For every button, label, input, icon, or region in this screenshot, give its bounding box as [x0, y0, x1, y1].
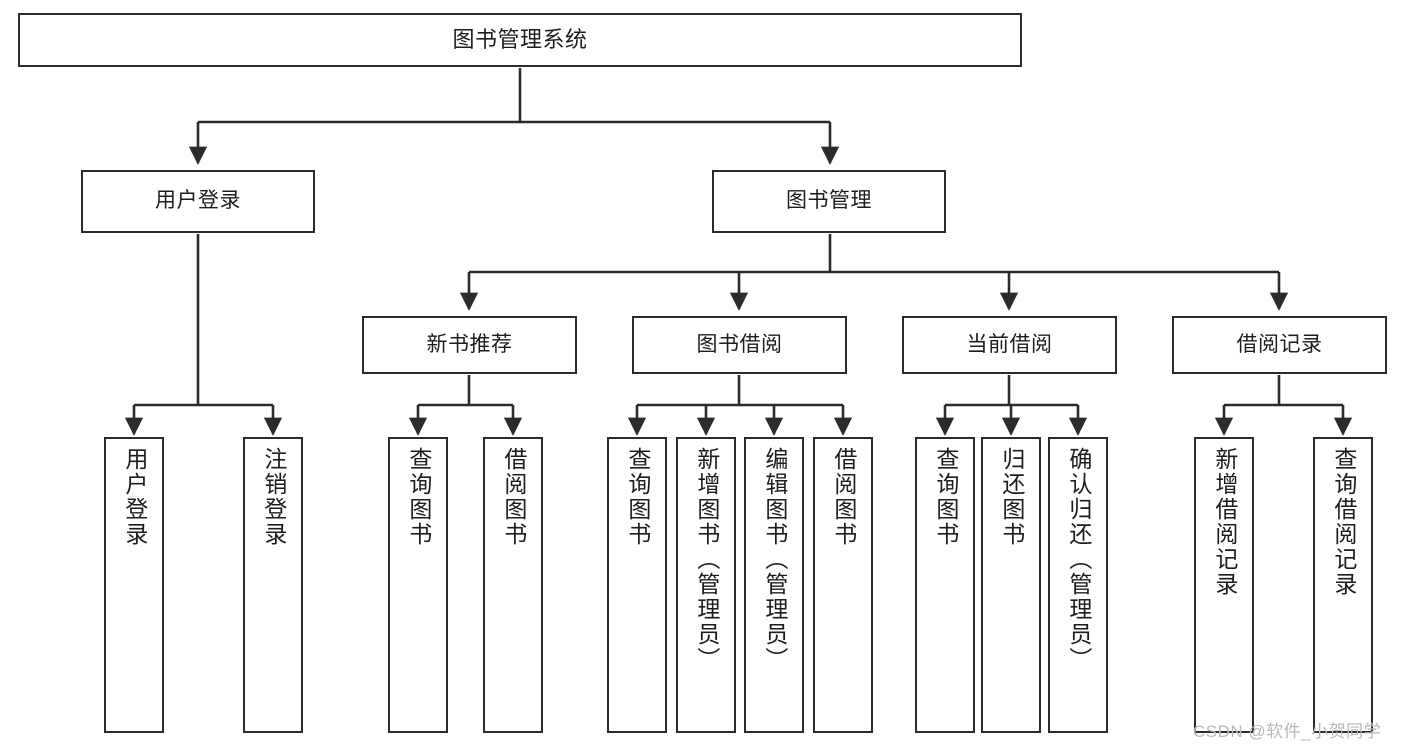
node-new-book-recommend[interactable]: 新书推荐	[362, 316, 577, 374]
node-label: 新书推荐	[426, 332, 513, 356]
node-leaf-user-login[interactable]: 用户登录	[104, 437, 164, 733]
node-book-management[interactable]: 图书管理	[712, 170, 946, 233]
node-leaf-borrow-book-2[interactable]: 借阅图书	[813, 437, 873, 733]
node-label: 借阅记录	[1236, 332, 1323, 356]
node-label: 用户登录	[121, 447, 148, 547]
node-book-borrow[interactable]: 图书借阅	[632, 316, 847, 374]
node-leaf-return-book[interactable]: 归还图书	[981, 437, 1041, 733]
node-current-borrow[interactable]: 当前借阅	[902, 316, 1117, 374]
node-leaf-add-book[interactable]: 新增图书（管理员）	[676, 437, 736, 733]
node-label: 新增借阅记录	[1211, 447, 1238, 597]
node-leaf-query-book-2[interactable]: 查询图书	[607, 437, 667, 733]
node-label: 查询图书	[405, 447, 432, 547]
node-label: 查询图书	[932, 447, 959, 547]
node-label: 编辑图书（管理员）	[761, 447, 788, 672]
node-label: 注销登录	[260, 447, 287, 547]
node-user-login[interactable]: 用户登录	[81, 170, 315, 233]
node-leaf-query-record[interactable]: 查询借阅记录	[1313, 437, 1373, 733]
node-label: 图书借阅	[696, 332, 783, 356]
node-root-system[interactable]: 图书管理系统	[18, 13, 1022, 67]
node-leaf-edit-book[interactable]: 编辑图书（管理员）	[744, 437, 804, 733]
node-borrow-record[interactable]: 借阅记录	[1172, 316, 1387, 374]
node-leaf-query-book-3[interactable]: 查询图书	[915, 437, 975, 733]
node-label: 图书管理	[786, 189, 872, 213]
node-leaf-confirm-return[interactable]: 确认归还（管理员）	[1048, 437, 1108, 733]
node-label: 查询图书	[624, 447, 651, 547]
node-label: 确认归还（管理员）	[1065, 447, 1092, 672]
node-leaf-query-book-1[interactable]: 查询图书	[388, 437, 448, 733]
node-label: 新增图书（管理员）	[693, 447, 720, 672]
node-label: 借阅图书	[500, 447, 527, 547]
node-label: 用户登录	[155, 189, 241, 213]
node-leaf-add-record[interactable]: 新增借阅记录	[1194, 437, 1254, 733]
node-label: 归还图书	[998, 447, 1025, 547]
node-label: 借阅图书	[830, 447, 857, 547]
node-label: 当前借阅	[966, 332, 1053, 356]
node-label: 查询借阅记录	[1330, 447, 1357, 597]
watermark: CSDN @软件_小贺同学	[1193, 722, 1382, 741]
node-label: 图书管理系统	[452, 27, 588, 53]
node-leaf-logout-login[interactable]: 注销登录	[243, 437, 303, 733]
node-leaf-borrow-book-1[interactable]: 借阅图书	[483, 437, 543, 733]
